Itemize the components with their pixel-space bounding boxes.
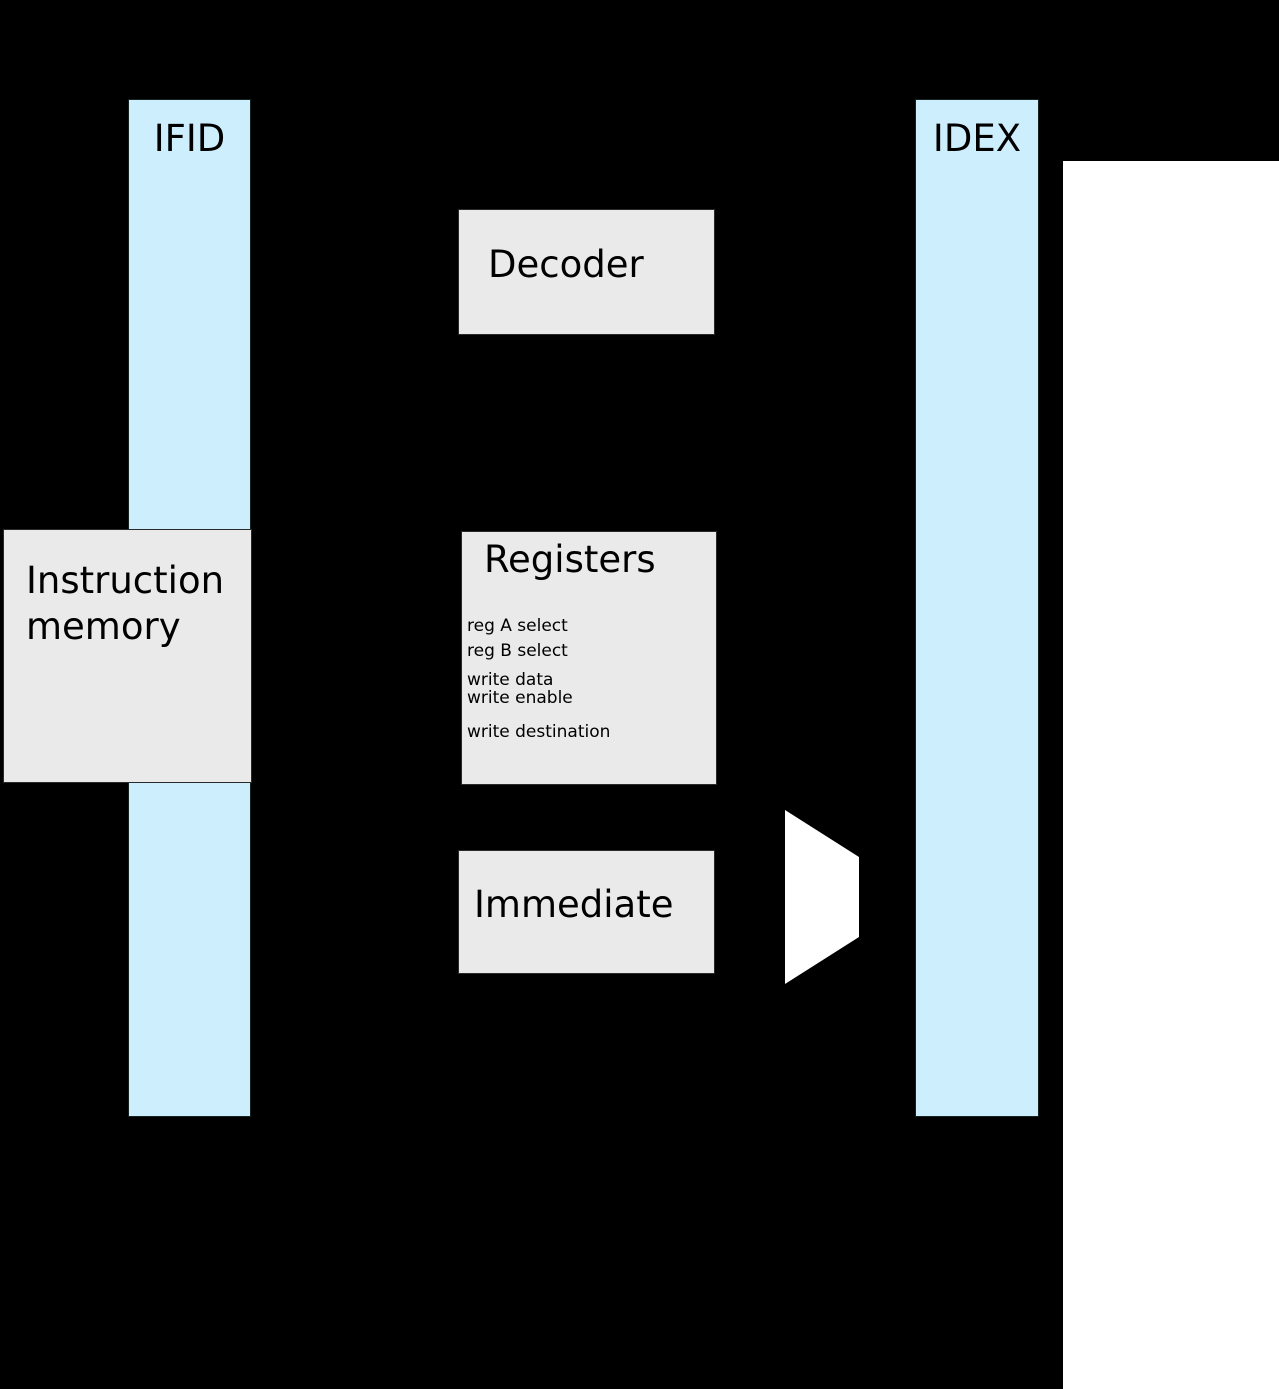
registers-signal-write-data: write data xyxy=(467,670,554,690)
immediate-box[interactable]: Immediate xyxy=(458,850,715,974)
pipeline-register-ifid-label: IFID xyxy=(153,117,226,160)
registers-signal-reg-a-select: reg A select xyxy=(467,616,568,636)
white-backdrop-panel xyxy=(1063,161,1279,1389)
pipeline-register-idex[interactable]: IDEX xyxy=(915,99,1039,1117)
registers-box[interactable]: Registers reg A select reg B select writ… xyxy=(461,531,717,785)
decoder-title: Decoder xyxy=(488,243,644,286)
pipeline-register-idex-label: IDEX xyxy=(932,117,1022,160)
registers-signal-write-enable: write enable xyxy=(467,688,573,708)
decoder-box[interactable]: Decoder xyxy=(458,209,715,335)
instruction-memory-box[interactable]: Instruction memory xyxy=(3,529,252,783)
multiplexer-shape[interactable] xyxy=(785,810,859,984)
registers-signal-reg-b-select: reg B select xyxy=(467,641,568,661)
registers-title: Registers xyxy=(484,538,656,581)
instruction-memory-title: Instruction memory xyxy=(26,559,225,648)
immediate-title: Immediate xyxy=(474,883,674,926)
registers-signal-write-destination: write destination xyxy=(467,722,611,742)
